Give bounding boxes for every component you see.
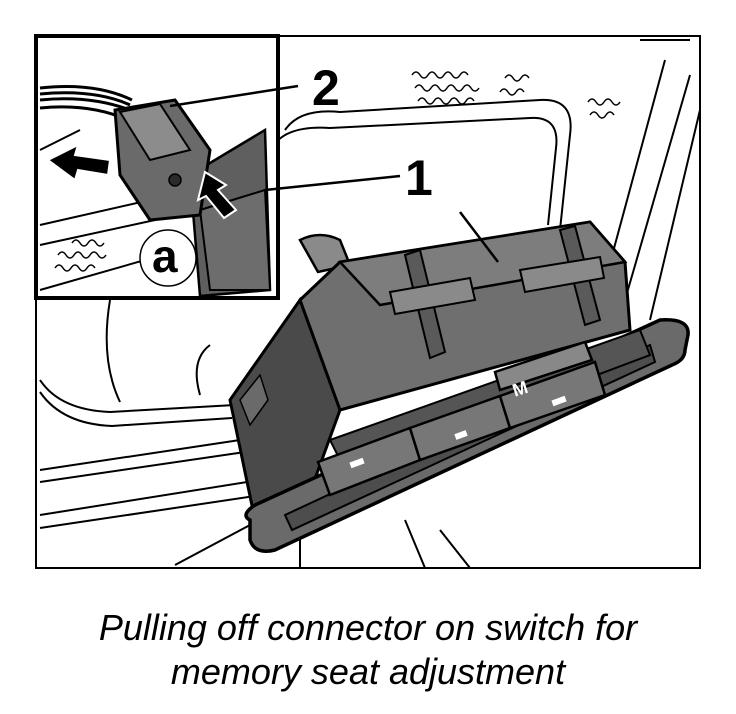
leader-line-2 — [169, 84, 299, 108]
memory-buttons — [316, 340, 607, 497]
caption-line-1: Pulling off connector on switch for — [98, 607, 638, 648]
callout-2: 2 — [312, 60, 340, 116]
door-panel-background — [39, 39, 701, 569]
memory-button-3 — [498, 360, 607, 430]
leader-line-1-main — [459, 211, 499, 263]
technical-illustration: M — [34, 34, 701, 569]
memory-seat-switch: M — [228, 220, 690, 553]
inset-detail — [34, 34, 280, 300]
memory-button-label: M — [510, 377, 530, 401]
caption-line-2: memory seat adjustment — [170, 651, 566, 692]
callout-1: 1 — [405, 150, 433, 206]
leader-line-1-inset — [264, 174, 401, 192]
surface-texture — [411, 71, 621, 119]
button-symbols — [349, 395, 567, 469]
figure-caption: Pulling off connector on switch for memo… — [0, 606, 736, 694]
callout-a-badge — [139, 229, 197, 287]
push-arrow — [196, 170, 238, 220]
pull-arrow — [46, 143, 112, 182]
callout-a: a — [152, 230, 178, 282]
memory-set-button — [493, 340, 594, 392]
